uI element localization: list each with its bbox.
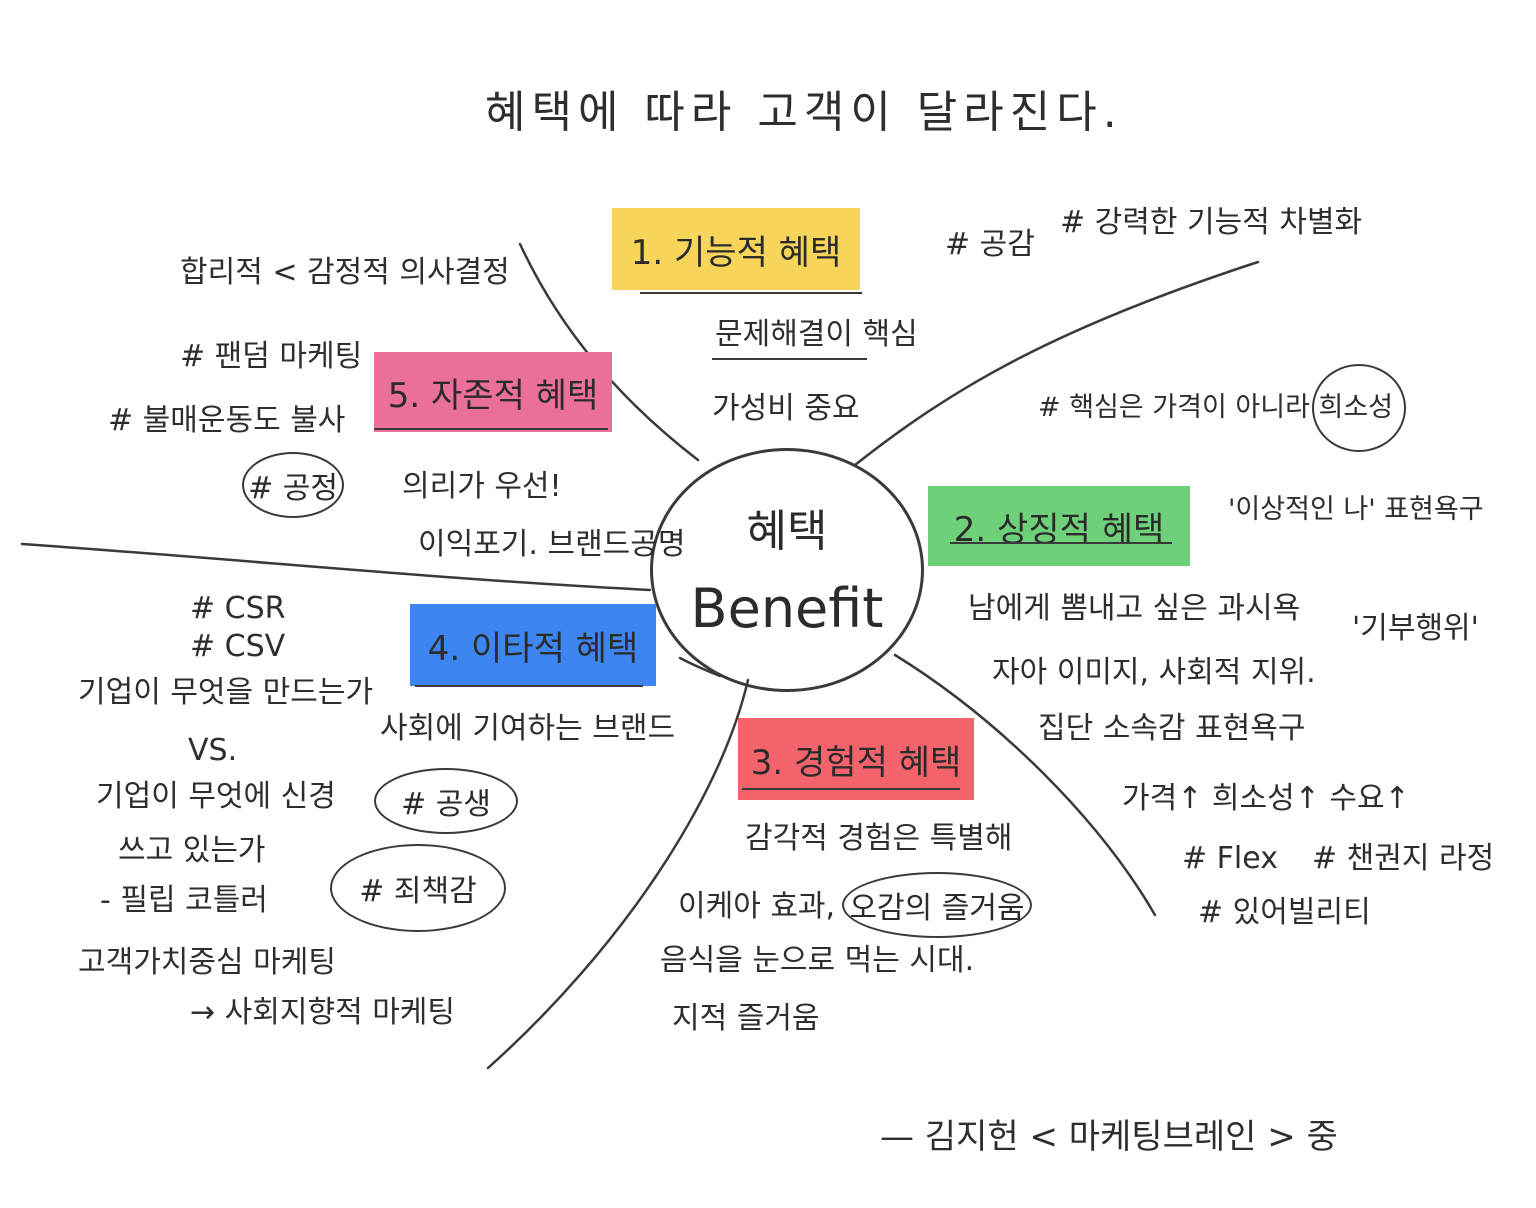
category-self-esteem: 5. 자존적 혜택 [374, 352, 612, 432]
center-benefit-circle: 혜택 Benefit [650, 448, 924, 692]
category-symbolic-label: 2. 상징적 혜택 [953, 509, 1165, 550]
page-title: 혜택에 따라 고객이 달라진다. [485, 87, 1123, 138]
tag-boycott: # 불매운동도 불사 [108, 403, 346, 438]
experiential-note-2: 이케아 효과, [678, 889, 836, 924]
altruistic-tag-coexistence: # 공생 [374, 768, 518, 834]
category-experiential-label: 3. 경험적 혜택 [750, 742, 962, 783]
line-to-symbolic-down [893, 653, 1157, 917]
left-note-csv: # CSV [190, 629, 286, 664]
category-symbolic-underline [950, 542, 1172, 544]
category-experiential: 3. 경험적 혜택 [738, 718, 974, 800]
tag-fairness-text: # 공정 [248, 471, 338, 506]
tag-rational-vs-emotional: 합리적 < 감정적 의사결정 [180, 255, 510, 290]
tag-pride: # 챈권지 라정 [1312, 841, 1495, 876]
left-note-what-make: 기업이 무엇을 만드는가 [78, 675, 374, 710]
functional-note-2: 가성비 중요 [712, 391, 860, 426]
tag-ability: # 있어빌리티 [1198, 895, 1371, 930]
category-altruistic-underline [415, 685, 643, 687]
tag-empathy: # 공감 [945, 227, 1035, 262]
symbolic-note-4: 가격↑ 희소성↑ 수요↑ [1122, 781, 1410, 816]
symbolic-note-2: 자아 이미지, 사회적 지위. [992, 655, 1316, 690]
category-experiential-underline [742, 788, 960, 790]
experiential-note-4: 음식을 눈으로 먹는 시대. [660, 943, 975, 978]
rarity-circle [1312, 364, 1406, 452]
symbolic-note-1: 남에게 뽐내고 싶은 과시욕 [968, 591, 1301, 626]
category-functional-label: 1. 기능적 혜택 [630, 232, 842, 273]
left-note-what-care-2: 쓰고 있는가 [118, 833, 266, 868]
symbolic-side-note: '이상적인 나' 표현욕구 [1228, 494, 1484, 525]
left-note-customer-value: 고객가치중심 마케팅 [78, 945, 336, 980]
tag-fandom-marketing: # 팬덤 마케팅 [180, 339, 363, 374]
symbolic-note-3: 집단 소속감 표현욕구 [1038, 711, 1306, 746]
tag-strong-differentiation: # 강력한 기능적 차별화 [1060, 205, 1363, 240]
category-altruistic-label: 4. 이타적 혜택 [427, 628, 639, 669]
category-self-esteem-underline [374, 428, 608, 430]
category-functional-underline [640, 292, 862, 294]
credit-line: — 김지헌 < 마케팅브레인 > 중 [880, 1117, 1338, 1157]
category-symbolic: 2. 상징적 혜택 [928, 486, 1190, 566]
line-to-functional-right [853, 260, 1260, 467]
line-to-experiential-down [486, 678, 750, 1070]
category-self-esteem-label: 5. 자존적 혜택 [387, 375, 599, 416]
center-label-korean: 혜택 [746, 506, 828, 557]
altruistic-tag-coexistence-text: # 공생 [401, 787, 491, 822]
left-note-social-marketing: → 사회지향적 마케팅 [190, 995, 456, 1030]
tag-flex: # Flex [1182, 841, 1278, 876]
left-note-vs: VS. [188, 733, 238, 768]
experiential-note-5: 지적 즐거움 [672, 1001, 820, 1036]
self-esteem-note-2: 이익포기. 브랜드공명 [418, 527, 686, 562]
category-altruistic: 4. 이타적 혜택 [410, 604, 656, 686]
self-esteem-note-1: 의리가 우선! [402, 469, 562, 504]
left-note-what-care-1: 기업이 무엇에 신경 [96, 779, 336, 814]
experiential-note-1: 감각적 경험은 특별해 [745, 821, 1013, 856]
symbolic-note-donation: '기부행위' [1352, 611, 1479, 646]
center-label-english: Benefit [690, 577, 884, 640]
functional-note-underline [712, 358, 867, 360]
experiential-note-3-text: 오감의 즐거움 [849, 891, 1025, 926]
line-to-altruistic-left [20, 542, 652, 592]
left-note-kotler: - 필립 코틀러 [100, 883, 268, 918]
tag-fairness: # 공정 [242, 452, 344, 518]
altruistic-note-1: 사회에 기여하는 브랜드 [380, 711, 676, 746]
altruistic-tag-guilt-text: # 죄책감 [359, 874, 477, 909]
altruistic-tag-guilt: # 죄책감 [330, 844, 506, 932]
category-functional: 1. 기능적 혜택 [612, 208, 860, 290]
functional-note-1: 문제해결이 핵심 [715, 317, 918, 352]
left-note-csr: # CSR [190, 591, 286, 626]
experiential-note-3: 오감의 즐거움 [842, 872, 1032, 938]
